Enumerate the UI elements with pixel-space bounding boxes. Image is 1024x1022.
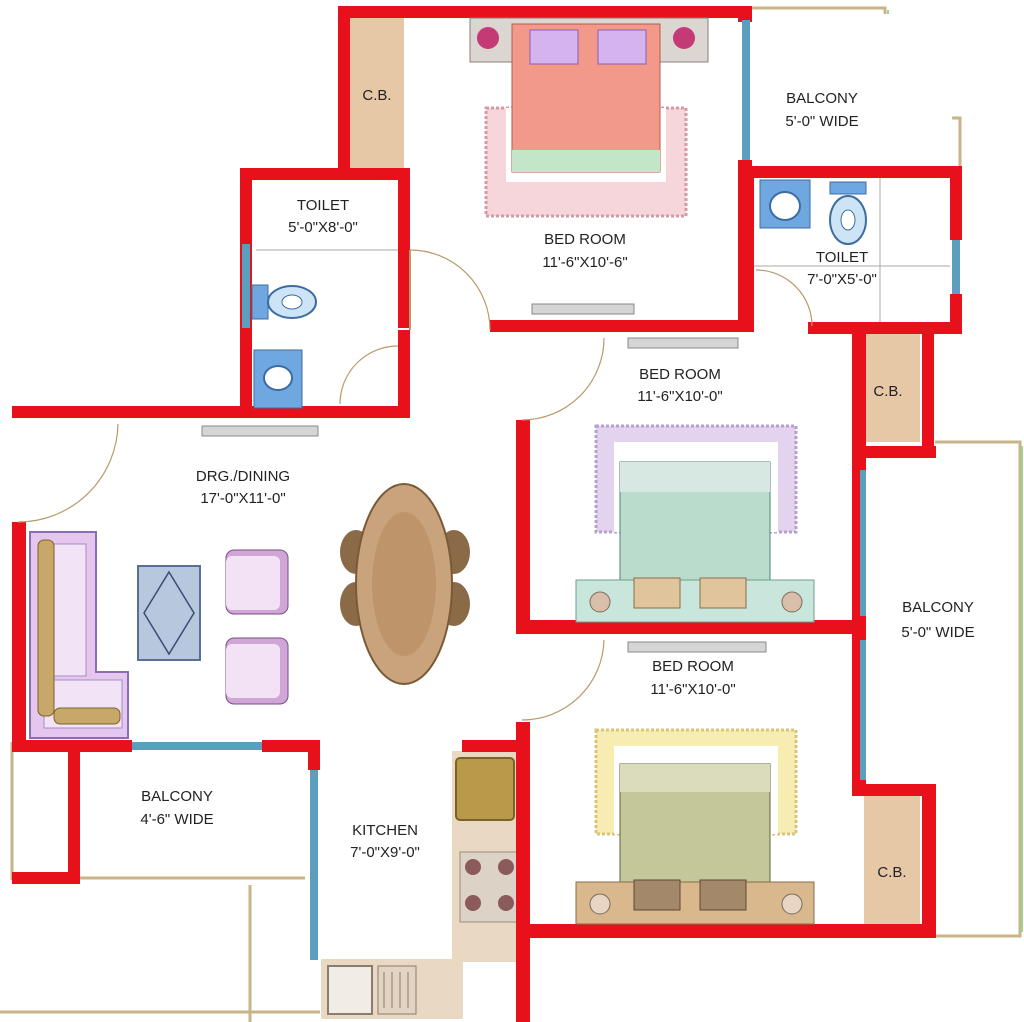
bedroom-top-name: BED ROOM xyxy=(544,231,626,248)
drawing-dining-name: DRG./DINING xyxy=(196,468,290,485)
living-furniture xyxy=(29,425,470,739)
kitchen-name: KITCHEN xyxy=(352,822,418,839)
bed-middle-icon xyxy=(575,337,815,623)
toilet-left-name: TOILET xyxy=(297,197,349,214)
toilet-left-fixtures xyxy=(251,249,398,409)
toilet-right-name: TOILET xyxy=(816,249,868,266)
outer-boundary xyxy=(0,6,1022,1022)
windows xyxy=(132,20,960,960)
bedroom-bottom-name: BED ROOM xyxy=(652,658,734,675)
walls xyxy=(12,6,962,1022)
cupboard-top-label: C.B. xyxy=(362,87,391,104)
stove-icon xyxy=(459,851,521,923)
bedroom-top-size: 11'-6"X10'-6" xyxy=(542,254,627,271)
cupboard-right-bottom-label: C.B. xyxy=(877,864,906,881)
drawing-dining-size: 17'-0"X11'-0" xyxy=(200,490,285,507)
toilet-left-size: 5'-0"X8'-0" xyxy=(288,219,358,236)
balcony-top-floor xyxy=(752,14,952,166)
balcony-left-name: BALCONY xyxy=(141,788,213,805)
balcony-left-size: 4'-6" WIDE xyxy=(140,811,213,828)
kitchen-size: 7'-0"X9'-0" xyxy=(350,844,420,861)
balcony-right-size: 5'-0" WIDE xyxy=(901,624,974,641)
room-labels: BED ROOM 11'-6"X10'-6" BED ROOM 11'-6"X1… xyxy=(140,87,974,881)
bedroom-bottom-size: 11'-6"X10'-0" xyxy=(650,681,735,698)
toilet-right-size: 7'-0"X5'-0" xyxy=(807,271,877,288)
cupboard-right-top xyxy=(864,332,920,442)
bed-bottom-icon xyxy=(575,641,815,925)
fridge xyxy=(455,757,515,821)
doors xyxy=(17,249,813,721)
balcony-right-name: BALCONY xyxy=(902,599,974,616)
toilet-right-fixtures xyxy=(754,178,950,322)
cupboard-right-bottom xyxy=(864,796,920,924)
cupboard-top xyxy=(348,16,404,168)
bed-top-icon xyxy=(469,17,709,315)
bedroom-middle-name: BED ROOM xyxy=(639,366,721,383)
sink-icon xyxy=(327,965,417,1015)
bedroom-middle-size: 11'-6"X10'-0" xyxy=(637,388,722,405)
balcony-top-name: BALCONY xyxy=(786,90,858,107)
cupboard-right-top-label: C.B. xyxy=(873,383,902,400)
balcony-top-size: 5'-0" WIDE xyxy=(785,113,858,130)
